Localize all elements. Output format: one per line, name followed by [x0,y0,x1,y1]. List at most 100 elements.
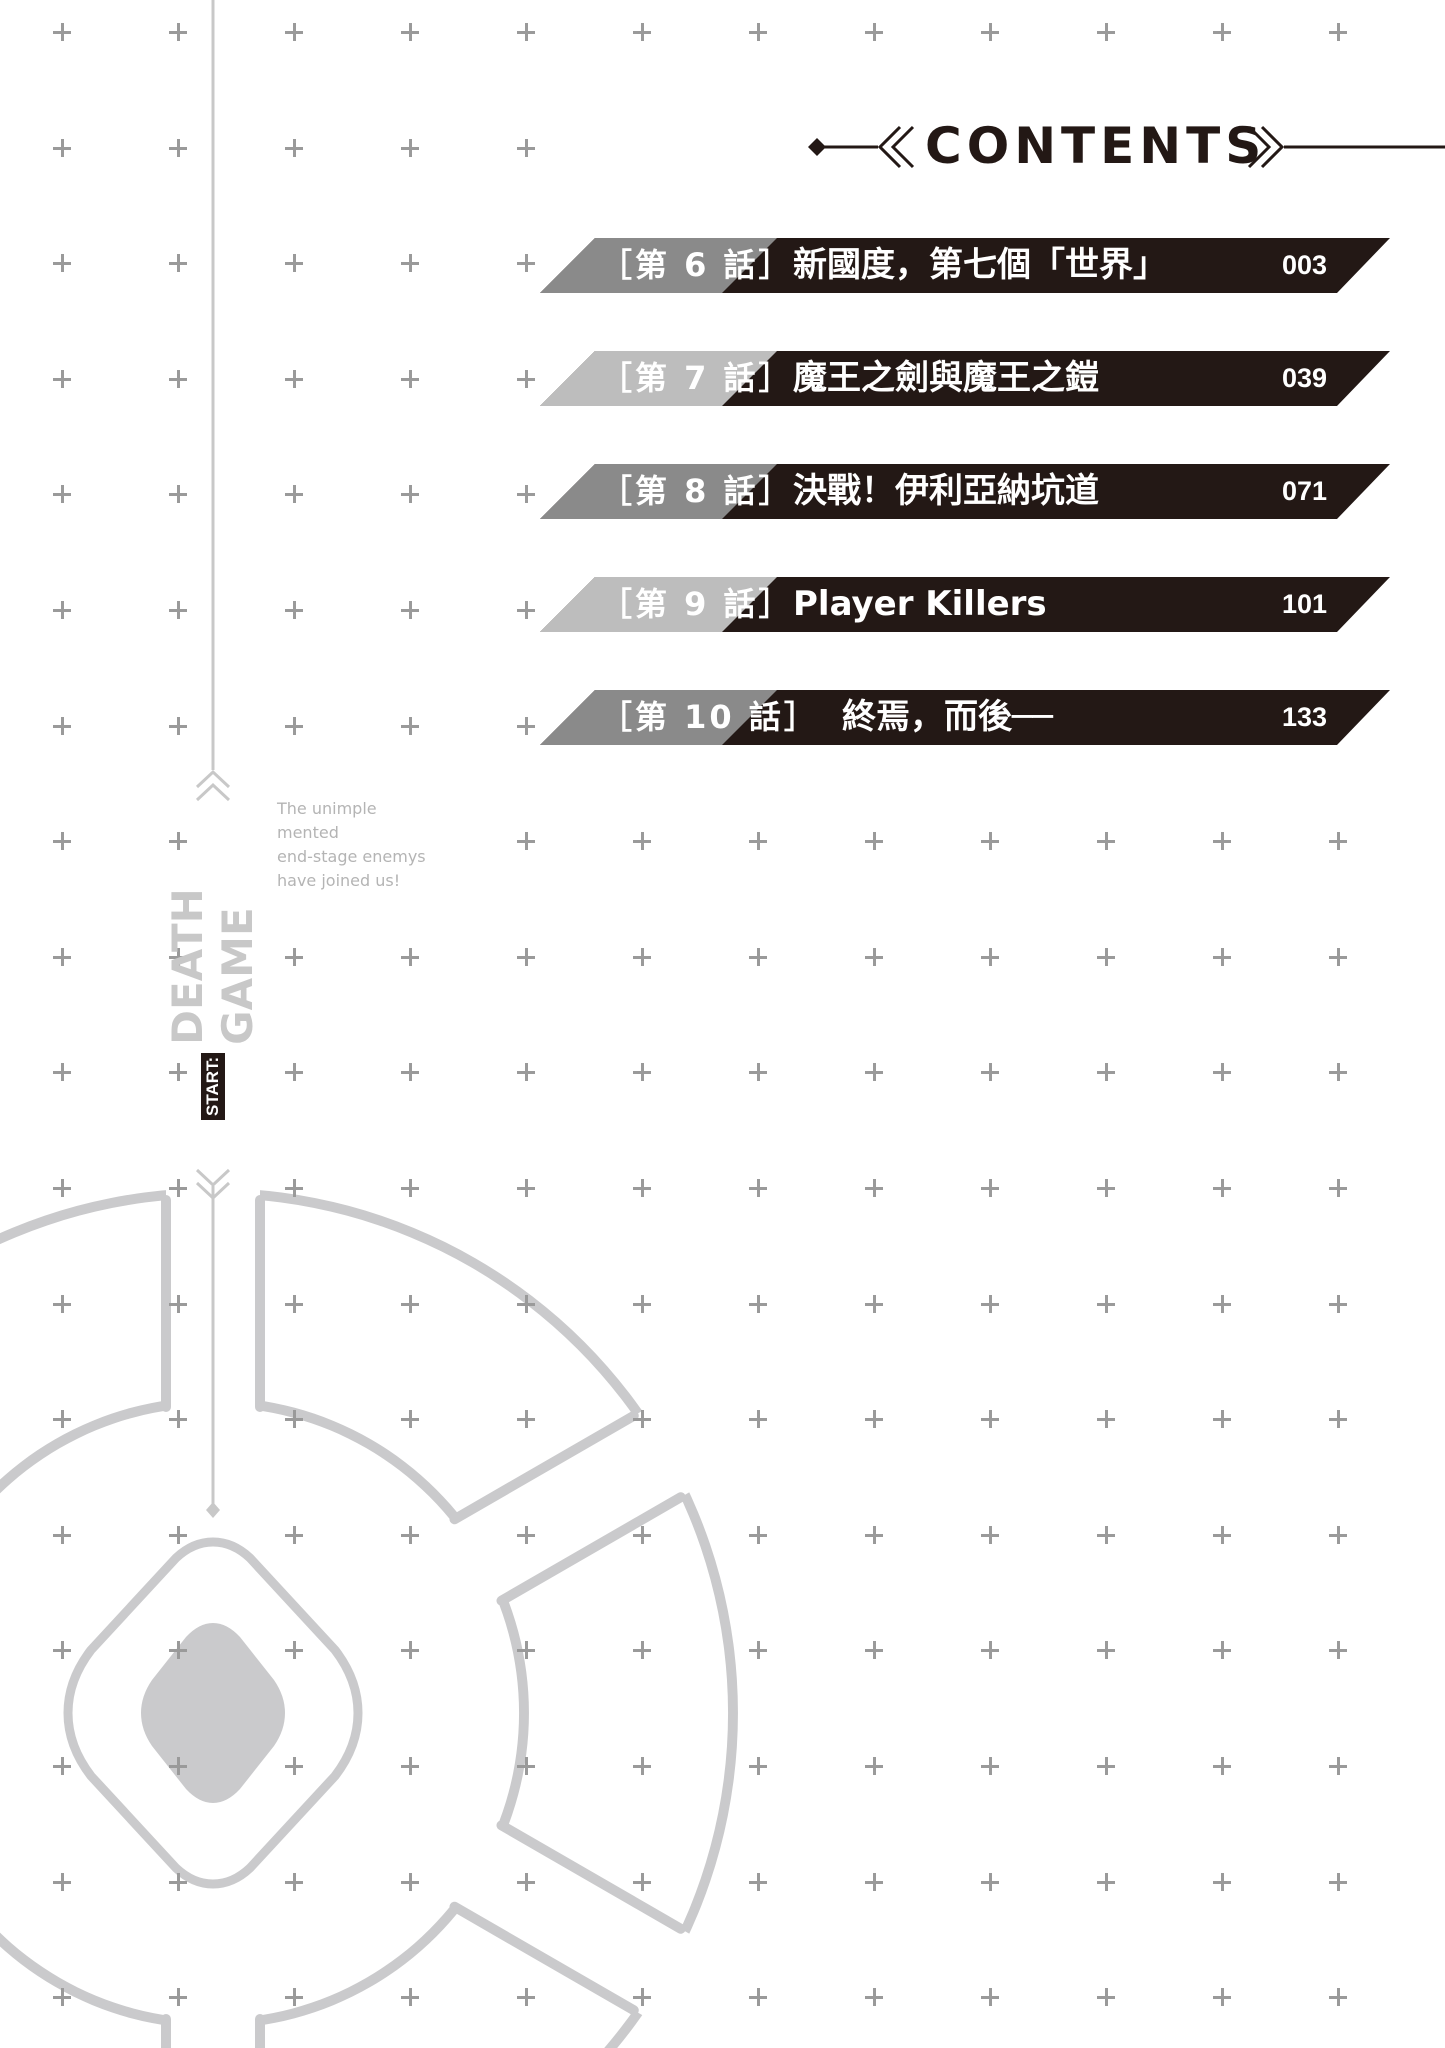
plus-mark-icon [401,485,419,504]
toc-entry[interactable]: ［第 7 話］ 魔王之劍與魔王之鎧 039 [540,351,1390,406]
plus-mark-icon [865,1872,883,1891]
plus-mark-icon [633,1294,651,1313]
plus-mark-icon [633,1063,651,1082]
page-title: CONTENTS [925,117,1267,175]
plus-mark-icon [401,601,419,619]
series-title: DEATH GAME [163,888,262,1045]
plus-mark-icon [169,254,187,273]
chapter-title: Player Killers [793,584,1047,624]
plus-mark-icon [401,1410,419,1429]
plus-mark-icon [169,1988,187,2007]
plus-mark-icon [981,1063,999,1082]
plus-mark-icon [1213,1757,1231,1775]
plus-mark-icon [53,716,71,735]
plus-mark-icon [53,1872,71,1891]
plus-mark-icon [285,601,303,619]
plus-mark-icon [53,1063,71,1082]
plus-mark-icon [285,138,303,157]
plus-mark-icon [53,485,71,504]
plus-mark-icon [517,832,535,851]
plus-mark-icon [285,1872,303,1891]
plus-mark-icon [1329,1757,1347,1775]
plus-mark-icon [1097,1179,1115,1197]
plus-mark-icon [53,1988,71,2007]
plus-mark-icon [517,1641,535,1660]
chapter-number: ［第 6 話］ [600,246,794,284]
emblem-inner-diamond [141,1623,285,1803]
plus-mark-icon [1329,1641,1347,1660]
plus-mark-icon [401,1063,419,1082]
plus-mark-icon [1097,1525,1115,1544]
plus-mark-icon [169,1641,187,1660]
guide-line-end-diamond [206,1502,220,1518]
plus-mark-icon [401,1525,419,1544]
plus-mark-icon [1213,23,1231,41]
plus-mark-icon [517,947,535,966]
plus-mark-icon [53,1179,71,1197]
plus-mark-icon [865,1641,883,1660]
plus-mark-icon [749,1525,767,1544]
plus-mark-icon [517,1179,535,1197]
plus-mark-icon [1097,1063,1115,1082]
plus-mark-icon [1097,1410,1115,1429]
page-number: 039 [1282,363,1328,393]
plus-mark-icon [1213,1179,1231,1197]
toc-entry[interactable]: ［第 9 話］ Player Killers 101 [540,577,1390,632]
plus-mark-icon [749,947,767,966]
page-number: 071 [1282,476,1328,506]
tagline-line: mented [277,823,339,842]
plus-mark-icon [169,1410,187,1429]
plus-mark-icon [1213,1410,1231,1429]
chapter-title: 新國度，第七個「世界」 [793,245,1167,285]
plus-mark-icon [633,1872,651,1891]
page-number: 003 [1282,250,1328,280]
plus-mark-icon [1097,1757,1115,1775]
plus-mark-icon [53,947,71,966]
plus-mark-icon [53,1641,71,1660]
plus-mark-icon [169,601,187,619]
toc-entry[interactable]: ［第 10 話］ 終焉，而後── 133 [540,690,1390,745]
plus-mark-icon [401,947,419,966]
plus-mark-icon [169,138,187,157]
plus-mark-icon [169,369,187,388]
plus-mark-icon [865,1525,883,1544]
plus-mark-icon [517,485,535,504]
toc-entry[interactable]: ［第 8 話］ 決戰！伊利亞納坑道 071 [540,464,1390,519]
plus-mark-icon [517,138,535,157]
plus-mark-icon [517,1525,535,1544]
plus-mark-icon [517,1294,535,1313]
plus-mark-icon [1097,1294,1115,1313]
plus-mark-icon [53,254,71,273]
plus-mark-icon [633,1641,651,1660]
plus-mark-icon [981,947,999,966]
plus-mark-icon [1329,1410,1347,1429]
plus-mark-icon [401,1294,419,1313]
plus-mark-icon [749,1410,767,1429]
plus-mark-icon [1213,832,1231,851]
plus-mark-icon [865,1410,883,1429]
tagline-line: end-stage enemys [277,847,426,866]
chapter-title: 決戰！伊利亞納坑道 [793,471,1099,511]
plus-mark-icon [1213,1063,1231,1082]
plus-mark-icon [1213,1641,1231,1660]
plus-mark-icon [1097,947,1115,966]
plus-mark-icon [1329,947,1347,966]
tagline-line: have joined us! [277,871,401,890]
plus-mark-icon [517,601,535,619]
plus-mark-icon [285,254,303,273]
chapter-tab [540,577,777,632]
plus-mark-icon [53,1525,71,1544]
plus-mark-icon [285,1294,303,1313]
plus-mark-icon [981,1294,999,1313]
plus-mark-icon [169,1294,187,1313]
plus-mark-icon [53,832,71,851]
toc-entry[interactable]: ［第 6 話］ 新國度，第七個「世界」 003 [540,238,1390,293]
plus-mark-icon [401,1757,419,1775]
banner-shape [540,238,1390,293]
plus-mark-icon [169,23,187,41]
plus-mark-icon [169,1179,187,1197]
plus-mark-icon [169,947,187,966]
plus-mark-icon [1329,1179,1347,1197]
plus-mark-icon [1213,947,1231,966]
plus-mark-icon [865,1988,883,2007]
